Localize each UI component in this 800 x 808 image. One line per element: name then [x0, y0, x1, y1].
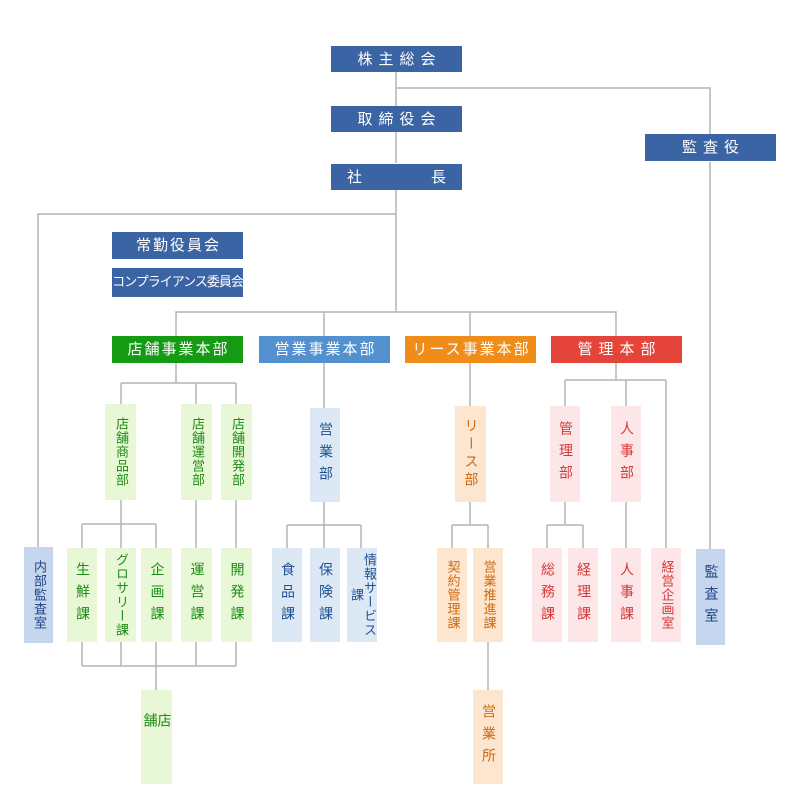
sales-dept-box: 営業部: [310, 408, 340, 502]
compliance-committee-box: コンプライアンス委員会: [112, 268, 244, 297]
lease-division-box: リース事業本部: [405, 336, 536, 363]
store-operations-dept-box: 店舗運営部: [181, 404, 212, 500]
insurance-section-box: 保険課: [310, 548, 340, 642]
president-label-part-2: 長: [430, 167, 446, 186]
store-development-dept-box: 店舗開発部: [221, 404, 252, 500]
info-services-section-box: 情報サービス課: [347, 548, 377, 642]
fresh-foods-section-box: 生鮮課: [67, 548, 97, 642]
contract-management-section-box: 契約管理課: [437, 548, 467, 642]
stores-box: 店舗: [141, 690, 172, 784]
grocery-section-box: グロサリー課: [105, 548, 136, 642]
audit-office-box: 監査室: [696, 549, 725, 645]
sales-offices-box: 営業所: [473, 690, 503, 784]
accounting-section-box: 経理課: [568, 548, 598, 642]
general-affairs-section-box: 総務課: [532, 548, 562, 642]
executive-committee-box: 常勤役員会: [112, 232, 243, 259]
personnel-section-box: 人事課: [611, 548, 641, 642]
hr-dept-box: 人事部: [611, 406, 641, 502]
president-label-part-1: 社: [347, 167, 363, 186]
operations-section-box: 運営課: [181, 548, 212, 642]
board-of-directors-box: 取締役会: [331, 106, 462, 132]
lease-dept-box: リース部: [455, 406, 486, 502]
admin-division-box: 管理本部: [551, 336, 682, 363]
president-box: 社長: [331, 164, 462, 190]
sales-promotion-section-box: 営業推進課: [473, 548, 503, 642]
sales-division-box: 営業事業本部: [259, 336, 390, 363]
store-division-box: 店舗事業本部: [112, 336, 243, 363]
planning-section-box: 企画課: [141, 548, 172, 642]
auditors-box: 監査役: [645, 134, 776, 161]
store-products-dept-box: 店舗商品部: [105, 404, 136, 500]
shareholders-meeting-box: 株主総会: [331, 46, 462, 72]
internal-audit-office-box: 内部監査室: [24, 547, 53, 643]
admin-dept-box: 管理部: [550, 406, 580, 502]
development-section-box: 開発課: [221, 548, 252, 642]
food-section-box: 食品課: [272, 548, 302, 642]
corporate-planning-office-box: 経営企画室: [651, 548, 681, 642]
